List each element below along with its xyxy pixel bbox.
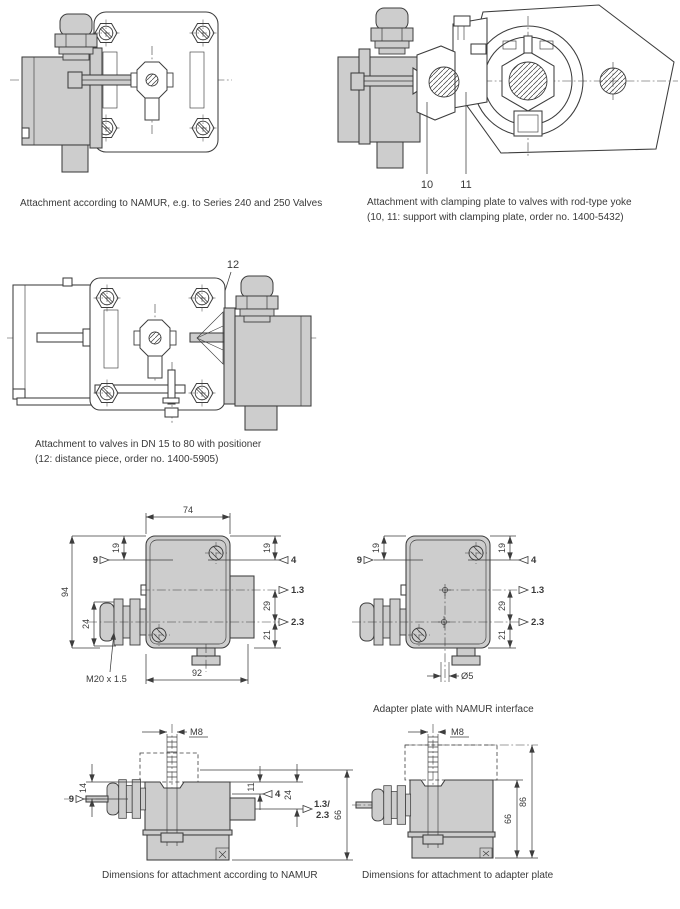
caption-positioner-line1: Attachment to valves in DN 15 to 80 with…	[35, 439, 262, 450]
caption-adapter-plate: Adapter plate with NAMUR interface	[373, 704, 534, 715]
dim-86: 86	[518, 797, 528, 807]
dim-19-left: 19	[111, 543, 121, 553]
hole-4: 4	[531, 555, 537, 566]
dim-94: 94	[60, 587, 70, 597]
dim-19-right: 19	[497, 543, 507, 553]
hole-1-3-2-3-b: 2.3	[316, 810, 329, 821]
figure-dimensions-namur-side: M8 9 14 11 4 24 1.3/ 2.3	[64, 724, 353, 861]
device-outline	[99, 535, 255, 672]
hole-4: 4	[275, 789, 281, 800]
dim-66: 66	[503, 814, 513, 824]
limit-switch-device	[21, 13, 132, 173]
hole-2-3: 2.3	[531, 617, 544, 628]
dim-19-right: 19	[262, 543, 272, 553]
dim-24: 24	[283, 790, 293, 800]
figure-dimensions-adapter-side: M8 66 86	[352, 724, 538, 859]
dimensions: 19 9 19 4 1.3 29 2.3 21 Ø5	[357, 535, 544, 682]
dim-m8: M8	[451, 727, 464, 737]
dim-21: 21	[262, 630, 272, 640]
ref-label-11: 11	[460, 179, 471, 191]
yoke-bolt-hole	[599, 62, 627, 100]
dim-11: 11	[246, 782, 256, 791]
hole-9: 9	[357, 555, 362, 566]
caption-namur-attachment: Attachment according to NAMUR, e.g. to S…	[20, 198, 323, 209]
dim-19-left: 19	[371, 543, 381, 553]
positioner	[12, 277, 110, 406]
hole-2-3: 2.3	[291, 617, 304, 628]
dim-29: 29	[497, 601, 507, 611]
figure-namur-attachment	[10, 11, 232, 173]
ref-label-10: 10	[421, 179, 433, 191]
hole-1-3: 1.3	[531, 585, 544, 596]
clamping-plate-support	[416, 15, 488, 121]
hole-4: 4	[291, 555, 297, 566]
dimensions: M8 9 14 11 4 24 1.3/ 2.3	[69, 727, 353, 861]
dimensions: 74 94 19 19 9 4 1.3 29 2.3 21	[60, 505, 304, 684]
ref-label-12: 12	[227, 259, 239, 271]
hole-1-3-2-3-a: 1.3/	[314, 799, 330, 810]
hole-9: 9	[93, 555, 98, 566]
dim-thread-m20: M20 x 1.5	[86, 674, 127, 684]
caption-positioner-line2: (12: distance piece, order no. 1400-5905…	[35, 454, 219, 465]
dim-14: 14	[78, 783, 88, 793]
hole-9: 9	[69, 794, 74, 805]
dimensions: M8 66 86	[408, 727, 538, 859]
caption-clamping-plate-line1: Attachment with clamping plate to valves…	[367, 197, 632, 208]
centerlines	[352, 559, 519, 682]
dim-24: 24	[81, 619, 91, 629]
hole-1-3: 1.3	[291, 585, 304, 596]
dim-21: 21	[497, 630, 507, 640]
caption-clamping-plate-line2: (10, 11: support with clamping plate, or…	[367, 212, 624, 223]
caption-dimensions-adapter: Dimensions for attachment to adapter pla…	[362, 870, 554, 881]
figure-adapter-plate: 19 9 19 4 1.3 29 2.3 21 Ø5	[352, 535, 544, 682]
limit-switch-device	[337, 7, 434, 169]
dim-29: 29	[262, 601, 272, 611]
device-outline	[352, 724, 538, 859]
caption-positioner: Attachment to valves in DN 15 to 80 with…	[35, 437, 261, 467]
dim-66: 66	[333, 810, 343, 820]
figure-positioner-attachment: 12	[7, 259, 317, 431]
figure-dimensions-front: 74 94 19 19 9 4 1.3 29 2.3 21	[60, 505, 304, 684]
caption-clamping-plate: Attachment with clamping plate to valves…	[367, 195, 632, 225]
centerlines	[88, 559, 279, 623]
figure-clamping-plate-attachment: 10 11	[337, 4, 678, 191]
dim-dia5: Ø5	[461, 671, 473, 681]
stem-coupling-nut	[501, 35, 555, 137]
dim-92: 92	[192, 668, 202, 678]
distance-piece	[196, 311, 224, 365]
rod-yoke-plate	[459, 4, 675, 154]
device-outline	[359, 535, 491, 666]
dim-m8: M8	[190, 727, 203, 737]
device-rod	[189, 332, 227, 343]
dim-74: 74	[183, 505, 193, 515]
limit-switch-device	[223, 275, 312, 431]
caption-dimensions-namur: Dimensions for attachment according to N…	[102, 870, 318, 881]
device-outline	[64, 724, 256, 861]
